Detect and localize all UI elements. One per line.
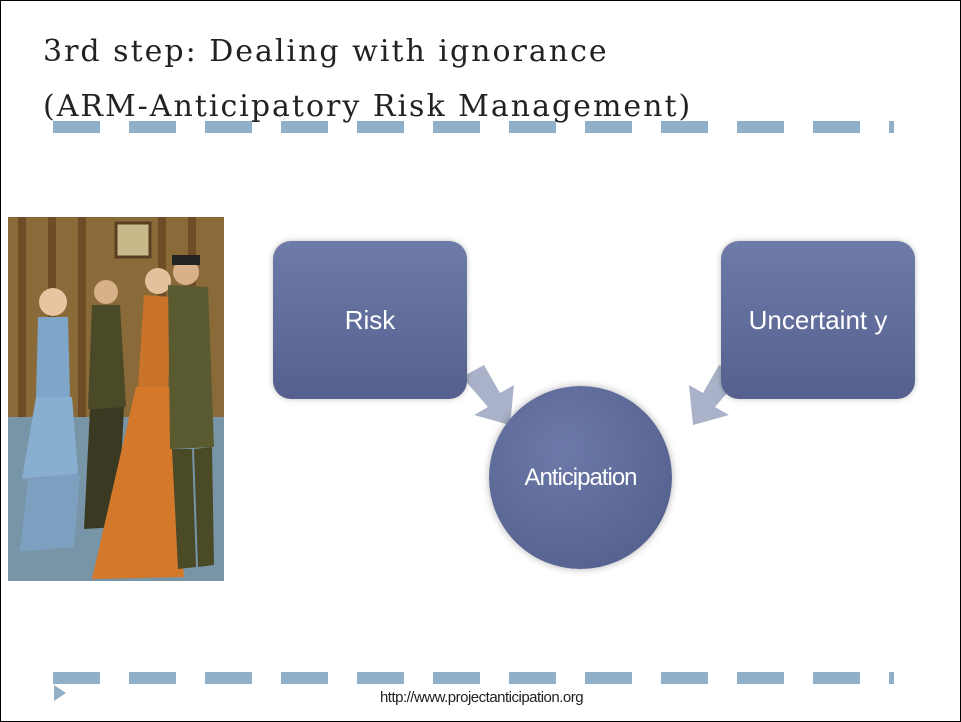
divider-dash xyxy=(509,121,556,133)
uncertainty-label: Uncertaint y xyxy=(748,305,888,335)
divider-dash xyxy=(205,672,252,684)
divider-dash xyxy=(889,121,894,133)
divider-dash xyxy=(737,121,784,133)
footer-url[interactable]: http://www.projectanticipation.org xyxy=(379,689,584,706)
anticipation-label: Anticipation xyxy=(524,463,637,491)
slide-title-line-2: (ARM-Anticipatory Risk Management) xyxy=(43,89,693,124)
divider-dash xyxy=(661,121,708,133)
divider-dash xyxy=(585,672,632,684)
divider-dash xyxy=(129,672,176,684)
slide-title-line-1: 3rd step: Dealing with ignorance xyxy=(43,34,609,69)
top-dashed-divider xyxy=(53,121,894,133)
divider-dash xyxy=(357,672,404,684)
bottom-dashed-divider xyxy=(53,672,894,684)
risk-box: Risk xyxy=(273,241,467,399)
divider-dash xyxy=(205,121,252,133)
divider-dash xyxy=(433,121,480,133)
divider-dash xyxy=(281,121,328,133)
divider-dash xyxy=(433,672,480,684)
divider-dash xyxy=(889,672,894,684)
divider-dash xyxy=(281,672,328,684)
divider-dash xyxy=(53,121,100,133)
divider-dash xyxy=(661,672,708,684)
divider-dash xyxy=(357,121,404,133)
divider-dash xyxy=(53,672,100,684)
uncertainty-box: Uncertaint y xyxy=(721,241,915,399)
divider-dash xyxy=(813,121,860,133)
risk-label: Risk xyxy=(344,304,396,335)
divider-dash xyxy=(509,672,556,684)
anticipation-circle: Anticipation xyxy=(489,386,672,569)
divider-dash xyxy=(585,121,632,133)
divider-dash xyxy=(813,672,860,684)
divider-dash xyxy=(129,121,176,133)
dancing-couples-image xyxy=(8,217,224,581)
divider-dash xyxy=(737,672,784,684)
arrow-risk-to-anticipation xyxy=(462,365,514,425)
dancing-couples-illustration xyxy=(8,217,224,581)
play-triangle-icon[interactable] xyxy=(54,685,66,701)
